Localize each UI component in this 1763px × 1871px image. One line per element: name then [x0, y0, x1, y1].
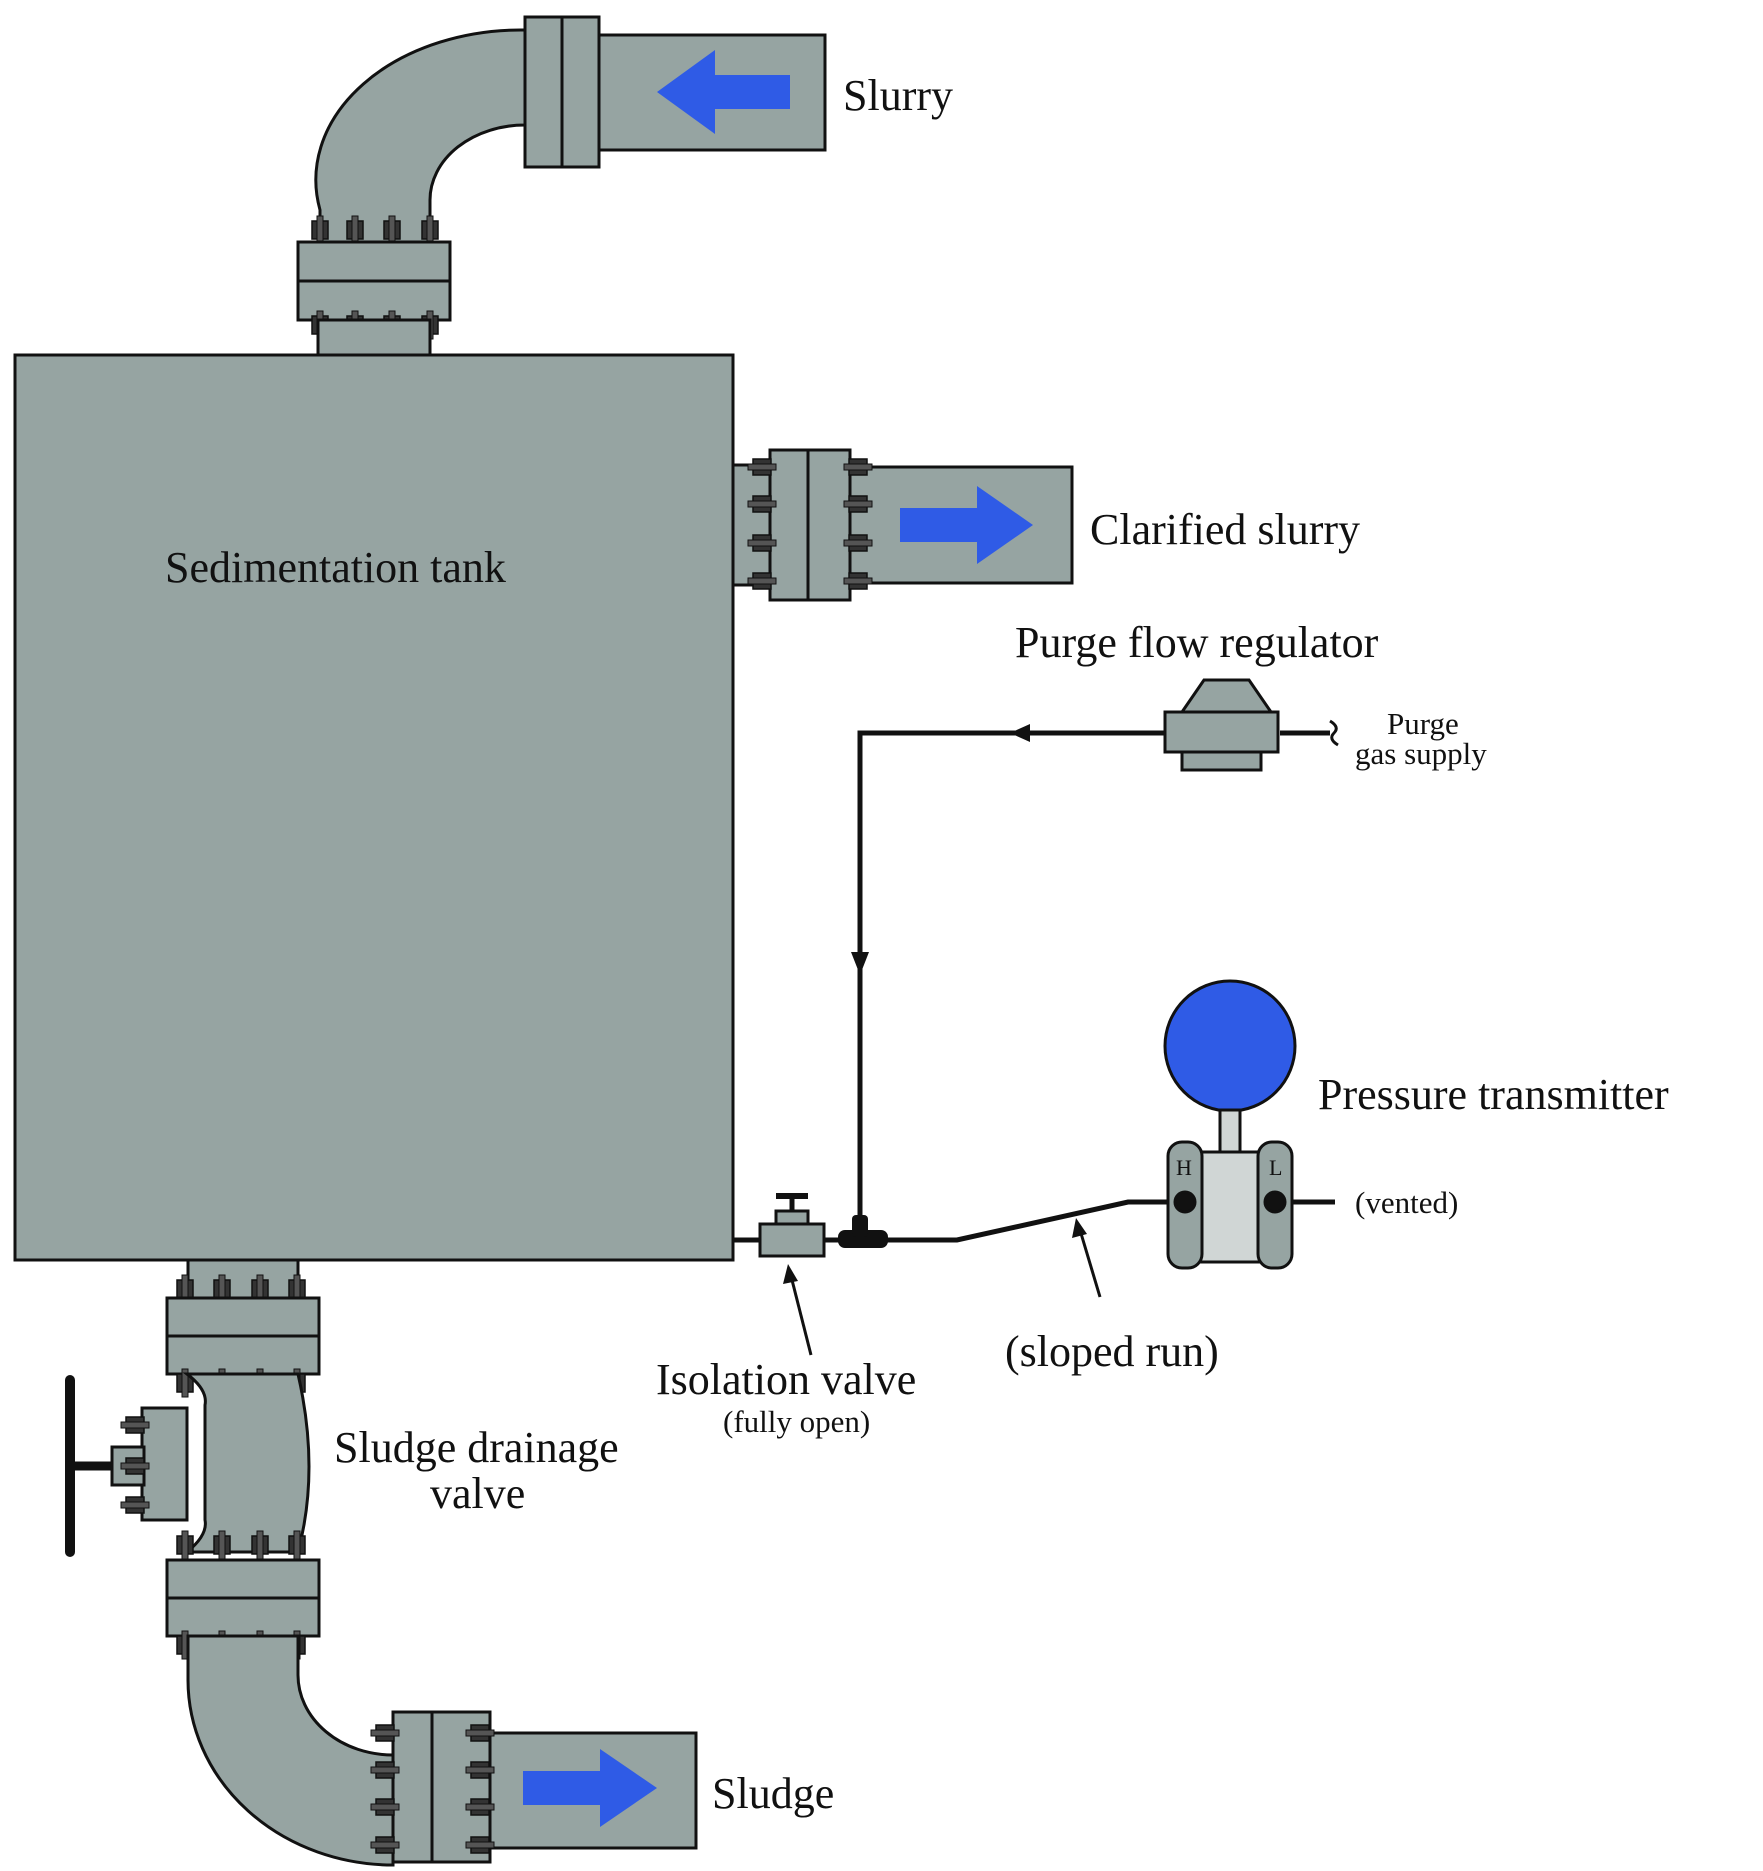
label-port-low: L [1269, 1155, 1282, 1180]
label-drain-valve-2: valve [430, 1469, 525, 1518]
label-isolation-valve-state: (fully open) [723, 1404, 870, 1439]
label-sludge: Sludge [712, 1769, 834, 1818]
label-isolation-valve: Isolation valve [656, 1355, 916, 1404]
tee-fitting [838, 1230, 888, 1248]
label-pressure-transmitter: Pressure transmitter [1318, 1070, 1669, 1119]
label-vented: (vented) [1355, 1185, 1458, 1220]
label-purge-supply-1: Purge [1387, 706, 1459, 741]
purge-regulator-icon[interactable] [1163, 678, 1280, 772]
sedimentation-tank [13, 353, 735, 1262]
inlet-elbow-pipe [296, 15, 827, 358]
label-port-high: H [1176, 1155, 1192, 1180]
label-clarified-slurry: Clarified slurry [1090, 505, 1360, 554]
flow-arrow-right-icon [523, 1749, 657, 1827]
gate-valve-icon [182, 1372, 311, 1554]
label-purge-supply-2: gas supply [1355, 736, 1487, 771]
isolation-valve-leader [789, 1275, 813, 1356]
flow-arrow-left-icon [657, 50, 790, 134]
purge-tubing [733, 719, 1339, 1243]
isolation-valve-icon[interactable] [758, 1193, 826, 1258]
label-sloped-run: (sloped run) [1005, 1327, 1219, 1376]
label-drain-valve-1: Sludge drainage [334, 1423, 619, 1472]
sludge-drain-assembly [110, 1258, 698, 1867]
sloped-run-leader [1078, 1229, 1102, 1298]
label-slurry: Slurry [843, 71, 953, 120]
label-sedimentation-tank: Sedimentation tank [165, 543, 506, 592]
flow-arrow-right-icon [900, 486, 1033, 564]
label-purge-regulator: Purge flow regulator [1015, 618, 1379, 667]
pressure-transmitter-icon[interactable] [1163, 979, 1297, 1270]
